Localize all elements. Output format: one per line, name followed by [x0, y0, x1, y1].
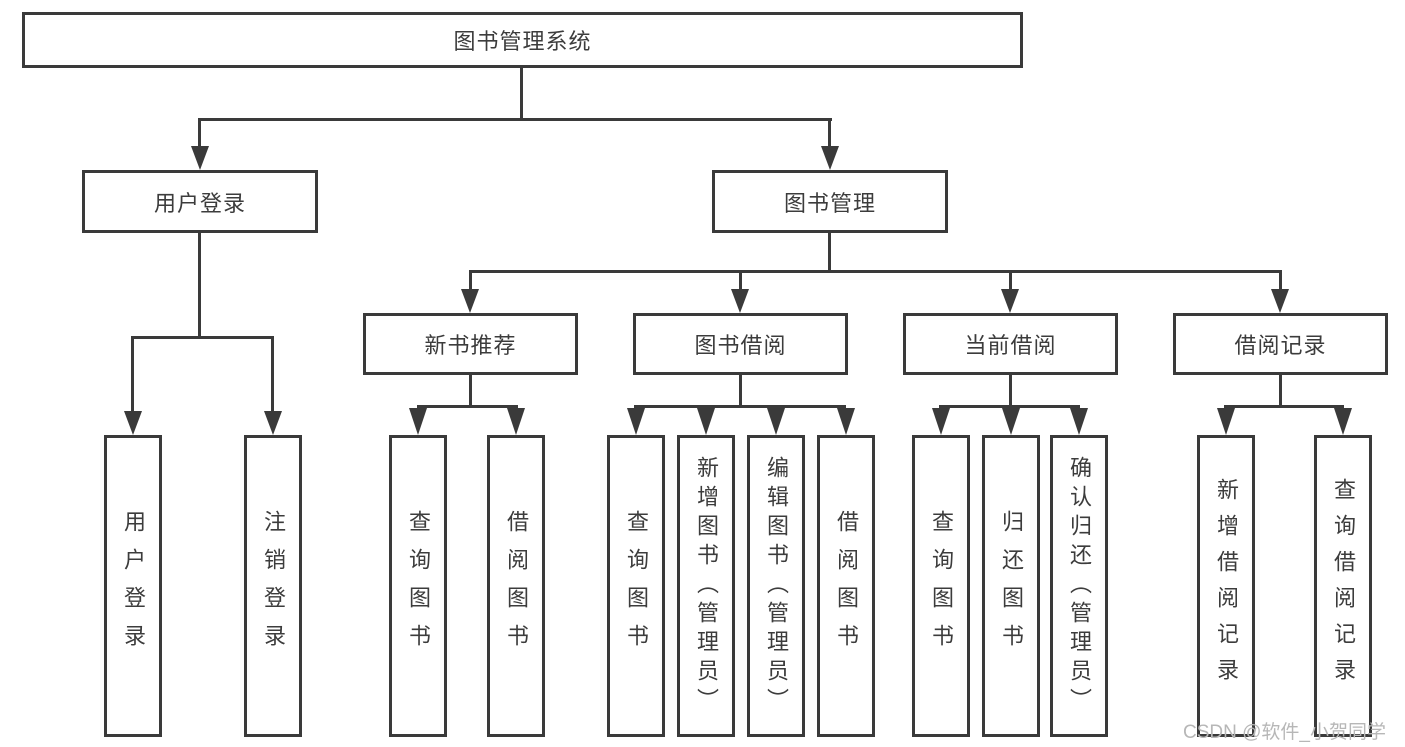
node-borrow-records: 借阅记录	[1173, 313, 1388, 375]
connector-root-stem	[520, 67, 523, 118]
connector-to-borrow-records	[1279, 270, 1282, 290]
connector-to-current-borrow	[1009, 270, 1012, 290]
arrow-bb-4	[837, 408, 855, 435]
connector-root-branch	[198, 118, 832, 121]
connector-nb-branch	[417, 405, 518, 408]
arrow-bb-3	[767, 408, 785, 435]
connector-br-branch	[1224, 405, 1344, 408]
connector-cb-stem	[1009, 375, 1012, 408]
connector-ul-stem	[198, 233, 201, 336]
node-book-borrow: 图书借阅	[633, 313, 848, 375]
connector-to-book-mgmt	[828, 118, 831, 148]
arrow-br-2	[1334, 408, 1352, 435]
arrow-cb-1	[932, 408, 950, 435]
connector-bb-stem	[739, 375, 742, 408]
connector-to-user-login	[198, 118, 201, 148]
arrow-cb-2	[1002, 408, 1020, 435]
arrow-to-current-borrow	[1001, 289, 1019, 313]
connector-cb-branch	[939, 405, 1080, 408]
connector-to-new-books	[469, 270, 472, 290]
node-root: 图书管理系统	[22, 12, 1023, 68]
arrow-cb-3	[1070, 408, 1088, 435]
connector-ul-right	[271, 336, 274, 414]
connector-ul-branch	[131, 336, 274, 339]
arrow-to-book-mgmt	[821, 146, 839, 170]
leaf-bb-borrow-books: 借阅图书	[817, 435, 875, 737]
connector-bm-stem	[828, 233, 831, 270]
leaf-logout: 注销登录	[244, 435, 302, 737]
arrow-to-new-books	[461, 289, 479, 313]
arrow-to-user-login	[191, 146, 209, 170]
node-book-mgmt: 图书管理	[712, 170, 948, 233]
arrow-bb-1	[627, 408, 645, 435]
arrow-br-1	[1217, 408, 1235, 435]
connector-br-stem	[1279, 375, 1282, 408]
leaf-br-add-record: 新增借阅记录	[1197, 435, 1255, 737]
arrow-to-borrow-records	[1271, 289, 1289, 313]
arrow-ul-right	[264, 411, 282, 435]
watermark: CSDN @软件_小贺同学	[1183, 722, 1386, 743]
connector-nb-stem	[469, 375, 472, 408]
connector-to-book-borrow	[739, 270, 742, 290]
node-current-borrow: 当前借阅	[903, 313, 1118, 375]
leaf-user-login: 用户登录	[104, 435, 162, 737]
leaf-cb-confirm-return-admin: 确认归还（管理员）	[1050, 435, 1108, 737]
arrow-to-book-borrow	[731, 289, 749, 313]
connector-ul-left	[131, 336, 134, 414]
node-new-books: 新书推荐	[363, 313, 578, 375]
leaf-nb-borrow-books: 借阅图书	[487, 435, 545, 737]
arrow-ul-left	[124, 411, 142, 435]
leaf-bb-query-books: 查询图书	[607, 435, 665, 737]
connector-bb-branch	[634, 405, 846, 408]
leaf-bb-edit-books-admin: 编辑图书（管理员）	[747, 435, 805, 737]
leaf-bb-add-books-admin: 新增图书（管理员）	[677, 435, 735, 737]
arrow-bb-2	[697, 408, 715, 435]
leaf-nb-query-books: 查询图书	[389, 435, 447, 737]
leaf-cb-return-books: 归还图书	[982, 435, 1040, 737]
leaf-br-query-record: 查询借阅记录	[1314, 435, 1372, 737]
node-user-login: 用户登录	[82, 170, 318, 233]
arrow-nb-1	[409, 408, 427, 435]
arrow-nb-2	[507, 408, 525, 435]
leaf-cb-query-books: 查询图书	[912, 435, 970, 737]
connector-bm-branch	[469, 270, 1282, 273]
